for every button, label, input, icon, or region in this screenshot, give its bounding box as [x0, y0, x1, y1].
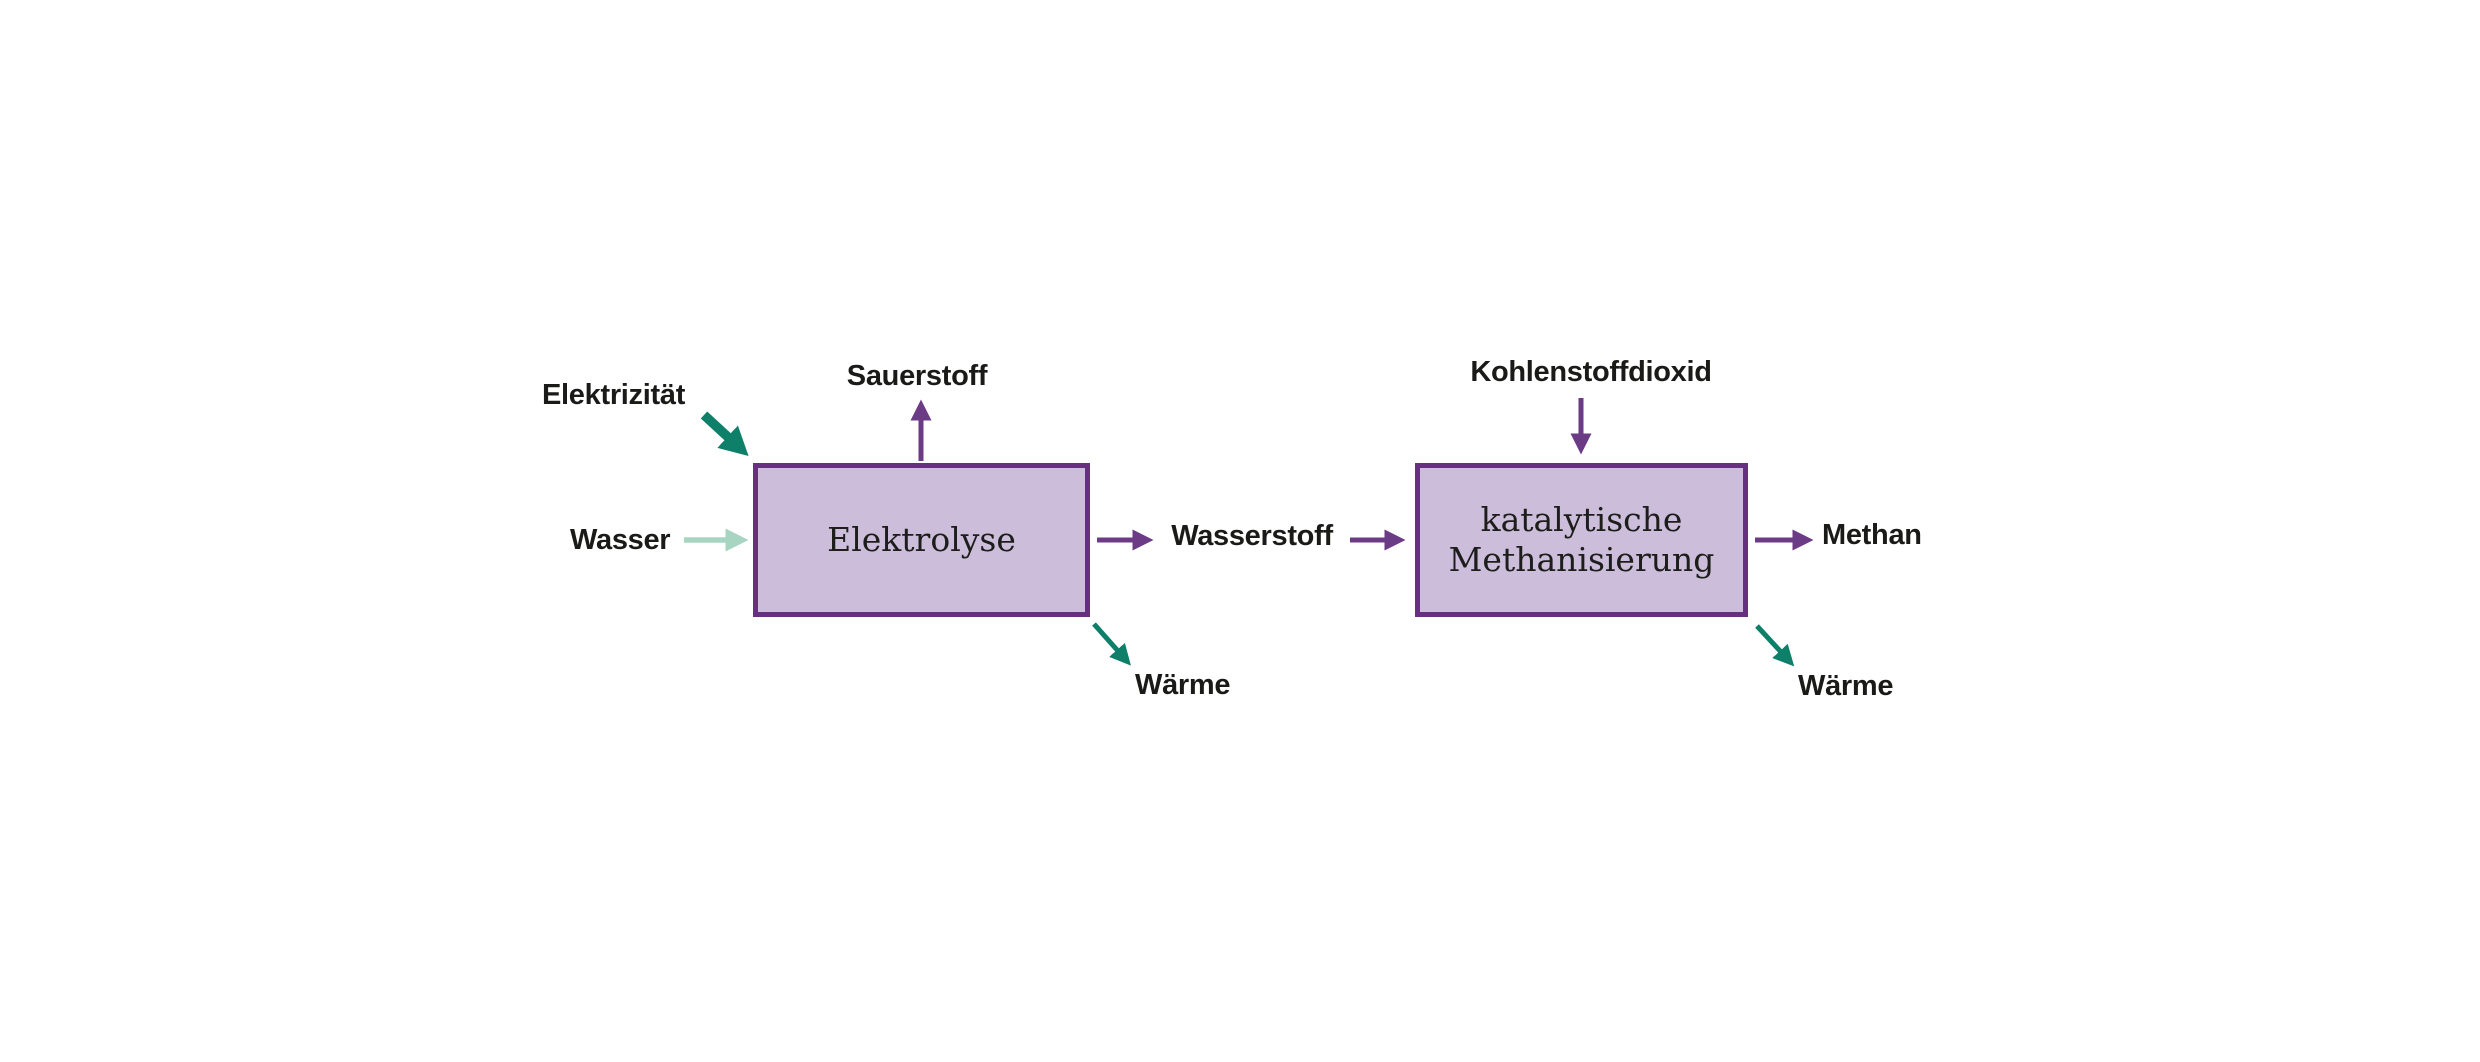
- node-methanisierung-label-line1: katalytische: [1480, 499, 1683, 539]
- node-methanisierung: katalytische Methanisierung: [1415, 463, 1748, 617]
- label-methan: Methan: [1822, 519, 1922, 551]
- node-elektrolyse: Elektrolyse: [753, 463, 1090, 617]
- node-elektrolyse-label: Elektrolyse: [827, 519, 1016, 559]
- label-elektrizitaet: Elektrizität: [542, 379, 686, 411]
- label-waerme-methanisierung: Wärme: [1798, 670, 1894, 702]
- label-kohlenstoffdioxid: Kohlenstoffdioxid: [1470, 356, 1712, 388]
- label-waerme-elektrolyse: Wärme: [1135, 669, 1231, 701]
- label-sauerstoff: Sauerstoff: [846, 360, 988, 392]
- label-wasserstoff: Wasserstoff: [1171, 520, 1333, 552]
- elektrizitaet-arrow: [700, 411, 749, 457]
- waerme-arrow-2: [1755, 624, 1795, 667]
- label-wasser: Wasser: [570, 524, 671, 556]
- waerme-arrow-1: [1092, 622, 1131, 666]
- node-methanisierung-label-line2: Methanisierung: [1448, 540, 1715, 579]
